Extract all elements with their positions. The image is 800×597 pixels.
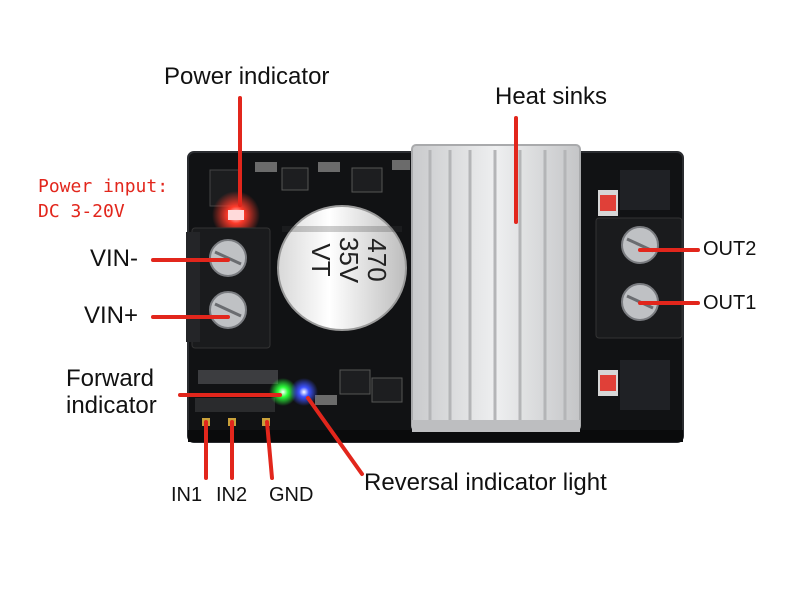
gnd-label: GND	[269, 484, 314, 506]
power-input-label-line1: Power input:	[38, 176, 169, 197]
power-indicator-label: Power indicator	[164, 63, 330, 90]
in2-label: IN2	[216, 484, 248, 506]
reversal-indicator-label: Reversal indicator light	[364, 469, 607, 496]
pcb-edge	[188, 430, 683, 442]
out2-label: OUT2	[703, 238, 757, 260]
reversal-led-glow	[290, 378, 318, 406]
leader-reversal	[306, 396, 364, 476]
heat-sinks-label: Heat sinks	[495, 83, 608, 110]
heat-sinks	[411, 144, 581, 432]
vin-plus-label: VIN+	[84, 302, 139, 329]
forward-indicator-label-line1: Forward	[66, 365, 155, 392]
capacitor-label-value: 470	[362, 238, 392, 281]
pcb-texture	[620, 170, 670, 410]
smd-components-bottom	[195, 369, 403, 412]
forward-led-glow	[269, 378, 297, 406]
smd-components-right	[598, 190, 618, 396]
leader-gnd	[265, 420, 274, 480]
capacitor-label-series: VT	[306, 243, 336, 276]
vin-minus-label: VIN-	[90, 245, 138, 272]
in1-label: IN1	[171, 484, 203, 506]
leader-lines	[151, 96, 700, 480]
output-terminal-block	[595, 217, 683, 339]
input-terminal-block	[186, 227, 271, 349]
power-input-label-line2: DC 3-20V	[38, 201, 125, 222]
electrolytic-capacitor: 470 35V VT	[277, 205, 407, 331]
capacitor-label-voltage: 35V	[334, 237, 364, 284]
forward-indicator-label-line2: indicator	[66, 392, 157, 419]
out1-label: OUT1	[703, 292, 757, 314]
power-led	[228, 210, 244, 220]
